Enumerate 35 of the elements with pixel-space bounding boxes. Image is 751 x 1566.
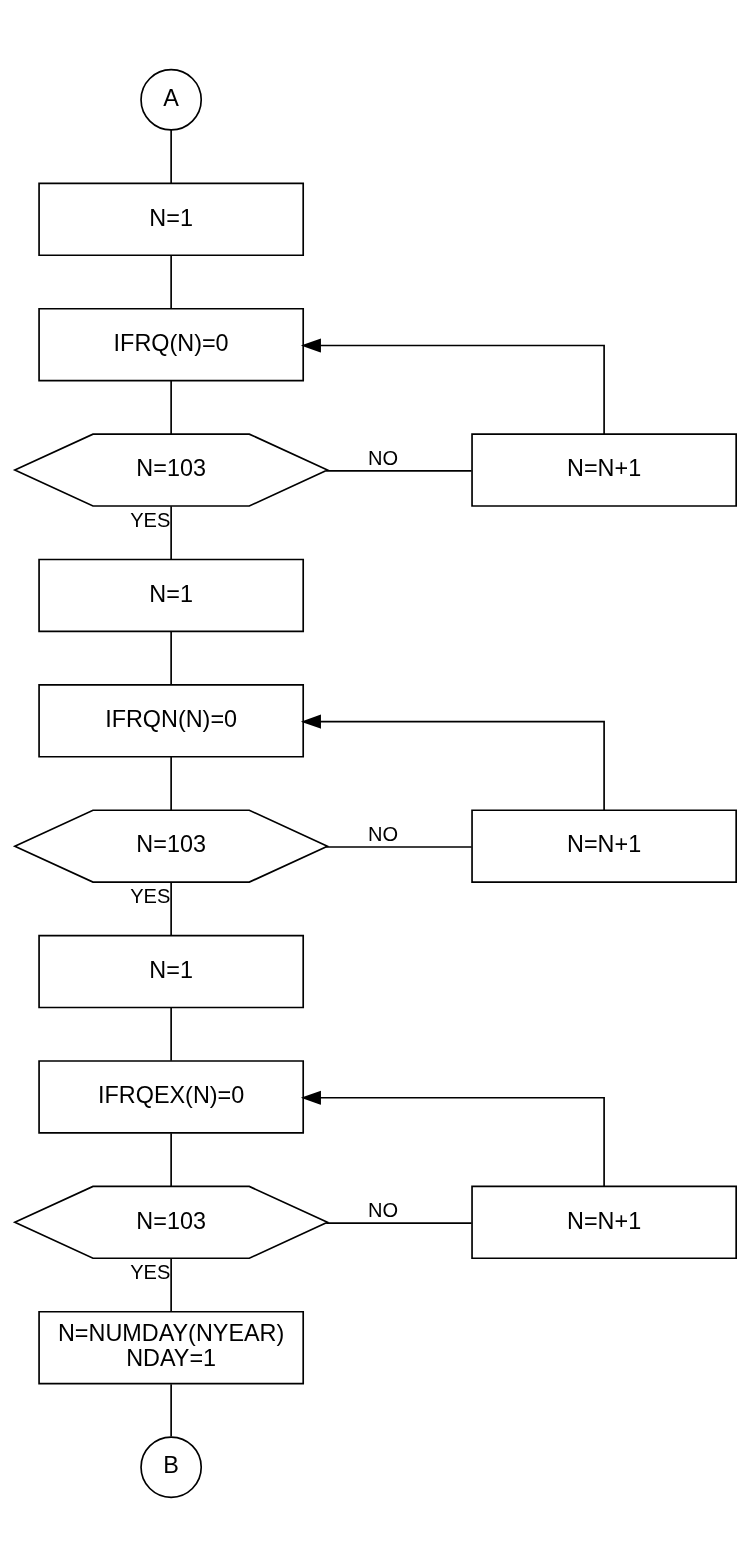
arrow bbox=[300, 714, 605, 811]
node-box: N=1 bbox=[38, 558, 305, 632]
node-box: IFRQEX(N)=0 bbox=[38, 1059, 305, 1134]
node-box: N=NUMDAY(NYEAR) NDAY=1 bbox=[38, 1310, 305, 1384]
node-box: N=1 bbox=[38, 182, 305, 256]
node-circle: B bbox=[140, 1435, 203, 1498]
connector bbox=[170, 505, 172, 560]
connector bbox=[325, 845, 473, 848]
node-box: N=1 bbox=[38, 934, 305, 1008]
connector bbox=[170, 630, 172, 685]
node-circle: A bbox=[140, 68, 203, 131]
node-box: IFRQN(N)=0 bbox=[38, 683, 305, 758]
connector bbox=[170, 1131, 172, 1187]
connector bbox=[170, 379, 172, 435]
connector bbox=[170, 755, 172, 811]
node-box: N=N+1 bbox=[471, 808, 737, 883]
edge-label: NO bbox=[367, 446, 399, 469]
node-box: N=N+1 bbox=[471, 1185, 737, 1259]
edge-label: YES bbox=[130, 1260, 171, 1283]
arrow bbox=[300, 338, 605, 435]
connector bbox=[170, 1382, 172, 1437]
edge-label: NO bbox=[367, 822, 399, 845]
connector bbox=[170, 1257, 172, 1312]
connector bbox=[170, 128, 172, 184]
connector bbox=[170, 881, 172, 936]
connector bbox=[325, 469, 473, 472]
connector bbox=[325, 1221, 473, 1224]
connector bbox=[170, 1006, 172, 1062]
connector bbox=[170, 254, 172, 309]
node-box: N=N+1 bbox=[471, 432, 737, 507]
edge-label: YES bbox=[130, 508, 171, 531]
arrow bbox=[300, 1090, 605, 1187]
node-box: IFRQ(N)=0 bbox=[38, 307, 305, 381]
edge-label: YES bbox=[130, 884, 171, 907]
edge-label: NO bbox=[367, 1198, 399, 1221]
